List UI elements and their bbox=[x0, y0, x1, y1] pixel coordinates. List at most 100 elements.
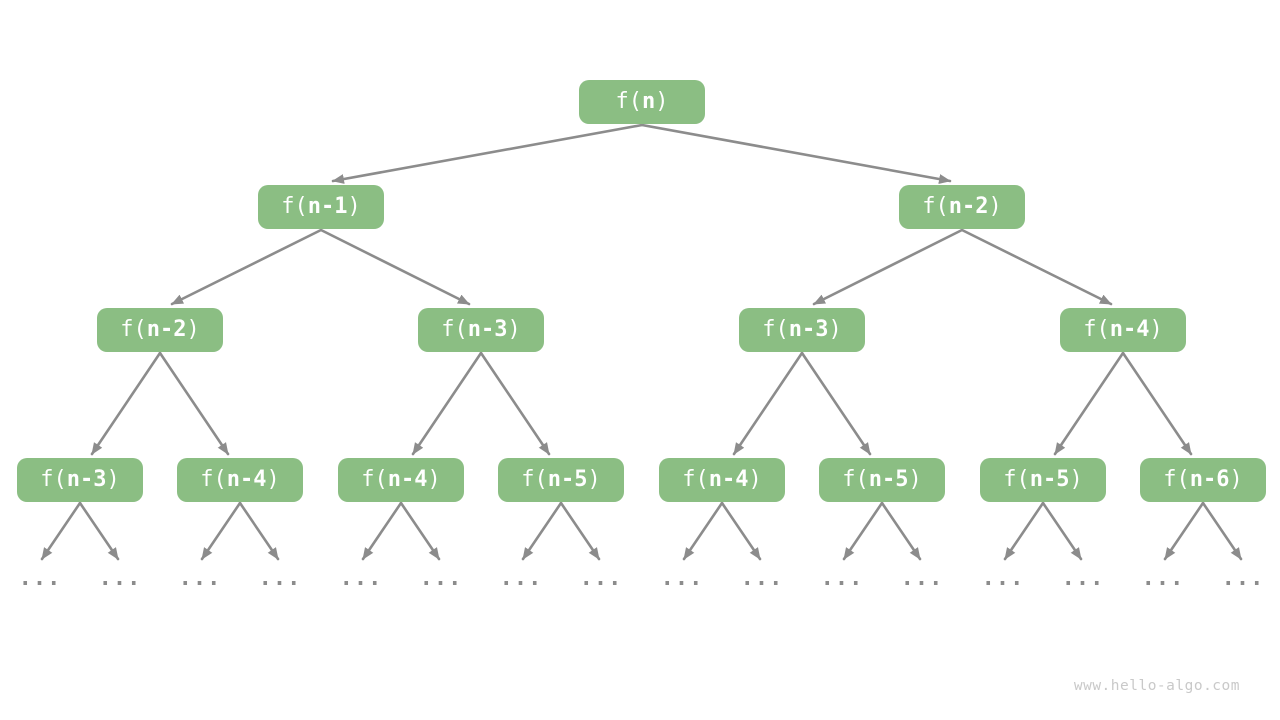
node-label-suffix: ) bbox=[748, 467, 762, 492]
node-label-suffix: ) bbox=[186, 317, 200, 342]
tree-node: f(n-3) bbox=[739, 308, 865, 352]
tree-edge bbox=[40, 501, 82, 561]
node-label-suffix: ) bbox=[988, 194, 1002, 219]
node-label-suffix: ) bbox=[347, 194, 361, 219]
node-label-suffix: ) bbox=[655, 89, 669, 114]
node-label-arg: n-4 bbox=[387, 467, 428, 492]
node-label-suffix: ) bbox=[106, 467, 120, 492]
node-label-suffix: ) bbox=[1069, 467, 1083, 492]
node-label-arg: n-2 bbox=[948, 194, 989, 219]
node-label-arg: n-2 bbox=[146, 317, 187, 342]
node-label-prefix: f( bbox=[1083, 317, 1110, 342]
node-label-arg: n-5 bbox=[868, 467, 909, 492]
ellipsis-leaf: ... bbox=[981, 566, 1025, 591]
ellipsis-leaf: ... bbox=[18, 566, 62, 591]
node-label-prefix: f( bbox=[361, 467, 388, 492]
tree-edge bbox=[812, 228, 964, 306]
ellipsis-leaf: ... bbox=[258, 566, 302, 591]
tree-edge bbox=[78, 501, 120, 561]
node-label-prefix: f( bbox=[762, 317, 789, 342]
node-label-suffix: ) bbox=[1229, 467, 1243, 492]
watermark: www.hello-algo.com bbox=[1073, 678, 1240, 694]
node-label-arg: n-1 bbox=[307, 194, 348, 219]
tree-edge bbox=[238, 501, 280, 561]
ellipsis-leaf: ... bbox=[419, 566, 463, 591]
tree-edge bbox=[479, 351, 551, 456]
ellipsis-leaf: ... bbox=[1061, 566, 1105, 591]
ellipsis-leaf: ... bbox=[499, 566, 543, 591]
tree-node: f(n-4) bbox=[659, 458, 785, 502]
node-label-arg: n-3 bbox=[788, 317, 829, 342]
node-label-prefix: f( bbox=[200, 467, 227, 492]
node-label-prefix: f( bbox=[615, 89, 643, 114]
tree-edge bbox=[1003, 501, 1045, 561]
node-label-suffix: ) bbox=[427, 467, 441, 492]
tree-edge bbox=[800, 351, 872, 456]
tree-edge bbox=[682, 501, 724, 561]
tree-edge bbox=[1053, 351, 1125, 456]
tree-node: f(n-2) bbox=[899, 185, 1025, 229]
ellipsis-leaf: ... bbox=[339, 566, 383, 591]
tree-node: f(n-3) bbox=[17, 458, 143, 502]
tree-edge bbox=[732, 351, 804, 456]
ellipsis-leaf: ... bbox=[1221, 566, 1265, 591]
node-label-prefix: f( bbox=[1163, 467, 1190, 492]
node-label-prefix: f( bbox=[521, 467, 548, 492]
node-label-prefix: f( bbox=[281, 194, 308, 219]
tree-node: f(n-4) bbox=[177, 458, 303, 502]
tree-node: f(n-3) bbox=[418, 308, 544, 352]
node-label-prefix: f( bbox=[842, 467, 869, 492]
tree-node: f(n-4) bbox=[1060, 308, 1186, 352]
node-label-prefix: f( bbox=[922, 194, 949, 219]
node-label-prefix: f( bbox=[441, 317, 468, 342]
node-label-arg: n-6 bbox=[1189, 467, 1230, 492]
tree-node: f(n-2) bbox=[97, 308, 223, 352]
node-label-arg: n bbox=[642, 89, 656, 114]
tree-node: f(n) bbox=[579, 80, 705, 124]
tree-edge bbox=[1163, 501, 1205, 561]
tree-node: f(n-6) bbox=[1140, 458, 1266, 502]
node-label-arg: n-3 bbox=[467, 317, 508, 342]
ellipsis-leaf: ... bbox=[178, 566, 222, 591]
tree-node: f(n-5) bbox=[980, 458, 1106, 502]
ellipsis-leaf: ... bbox=[820, 566, 864, 591]
ellipsis-leaf: ... bbox=[98, 566, 142, 591]
tree-edge bbox=[640, 123, 952, 184]
node-label-arg: n-4 bbox=[226, 467, 267, 492]
tree-edge bbox=[319, 228, 471, 306]
tree-node: f(n-5) bbox=[819, 458, 945, 502]
node-label-suffix: ) bbox=[266, 467, 280, 492]
tree-edge bbox=[559, 501, 601, 561]
tree-edge bbox=[521, 501, 563, 561]
node-label-arg: n-5 bbox=[547, 467, 588, 492]
node-label-prefix: f( bbox=[1003, 467, 1030, 492]
node-label-suffix: ) bbox=[507, 317, 521, 342]
node-label-prefix: f( bbox=[682, 467, 709, 492]
node-label-arg: n-4 bbox=[1109, 317, 1150, 342]
ellipsis-leaf: ... bbox=[740, 566, 784, 591]
tree-edge bbox=[1201, 501, 1243, 561]
tree-edge bbox=[170, 228, 323, 306]
tree-node: f(n-1) bbox=[258, 185, 384, 229]
node-label-arg: n-3 bbox=[66, 467, 107, 492]
node-label-suffix: ) bbox=[587, 467, 601, 492]
tree-node: f(n-5) bbox=[498, 458, 624, 502]
tree-edge bbox=[331, 123, 644, 184]
tree-edge bbox=[411, 351, 483, 456]
tree-edge bbox=[399, 501, 441, 561]
tree-edge bbox=[361, 501, 403, 561]
node-label-suffix: ) bbox=[908, 467, 922, 492]
node-label-prefix: f( bbox=[120, 317, 147, 342]
tree-edge bbox=[158, 351, 230, 456]
tree-edge bbox=[200, 501, 242, 561]
node-label-arg: n-4 bbox=[708, 467, 749, 492]
tree-node: f(n-4) bbox=[338, 458, 464, 502]
tree-edge bbox=[1121, 351, 1193, 456]
ellipsis-leaf: ... bbox=[1141, 566, 1185, 591]
tree-edge bbox=[90, 351, 162, 456]
tree-edge bbox=[720, 501, 762, 561]
node-label-prefix: f( bbox=[40, 467, 67, 492]
node-label-arg: n-5 bbox=[1029, 467, 1070, 492]
tree-edge bbox=[880, 501, 922, 561]
